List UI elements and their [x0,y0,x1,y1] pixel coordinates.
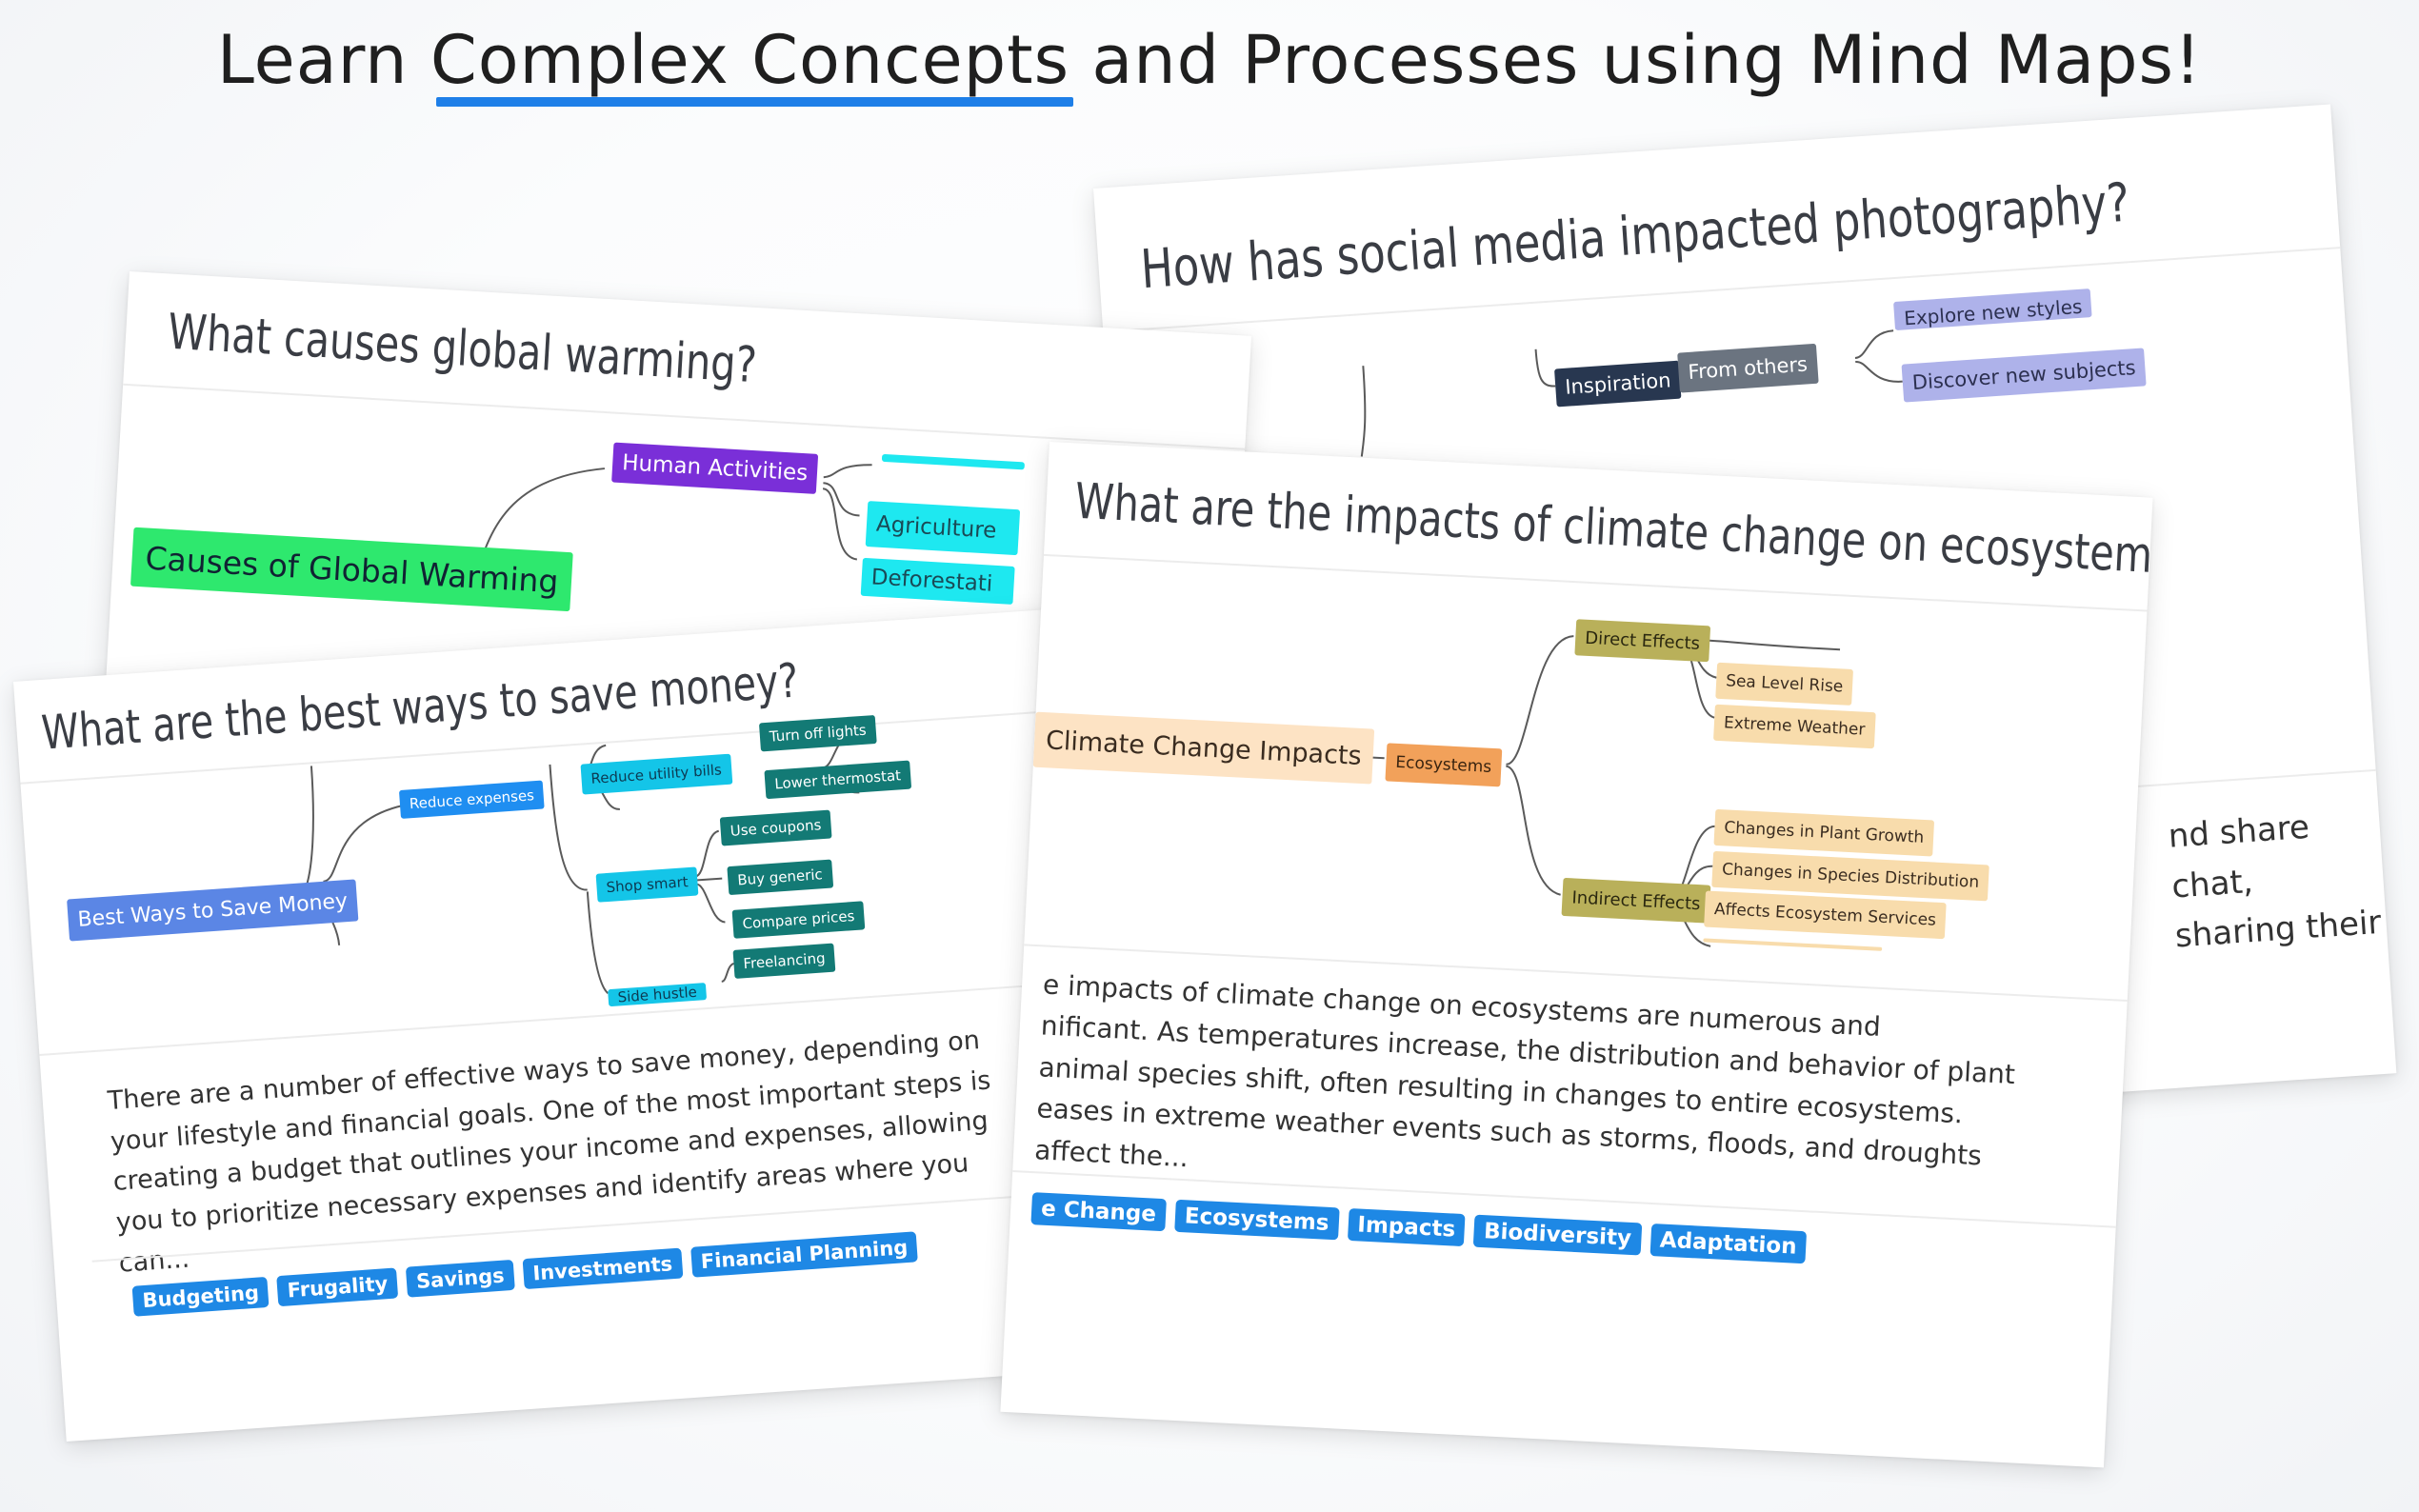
tag-climate-change[interactable]: e Change [1030,1192,1167,1232]
headline-underline [435,97,1074,107]
card-description-fragment: nd share chat, sharing their [2167,798,2383,962]
card-save-money[interactable]: What are the best ways to save money? Be… [13,608,1112,1442]
headline-highlight-text: Complex Concepts [430,21,1070,99]
card-social-media-photography[interactable]: How has social media impacted photograph… [1093,104,2397,1158]
tag-impacts[interactable]: Impacts [1347,1207,1466,1247]
headline-suffix: and Processes using Mind Maps! [1070,21,2203,99]
node-sea-level-rise[interactable]: Sea Level Rise [1715,662,1854,706]
headline-highlight: Complex Concepts [430,21,1074,107]
mindmap-connectors [1353,635,1841,947]
node-ecosystems[interactable]: Ecosystems [1385,743,1503,787]
headline-prefix: Learn [216,21,430,99]
page-headline: Learn Complex Concepts and Processes usi… [0,21,2419,107]
node-direct-effects[interactable]: Direct Effects [1574,619,1710,663]
card-global-warming[interactable]: What causes global warming? Causes of Gl… [103,271,1252,793]
node-agriculture[interactable]: Agriculture [865,501,1021,556]
card-climate-change[interactable]: What are the impacts of climate change o… [1000,442,2153,1468]
node-indirect-effects[interactable]: Indirect Effects [1561,877,1711,924]
